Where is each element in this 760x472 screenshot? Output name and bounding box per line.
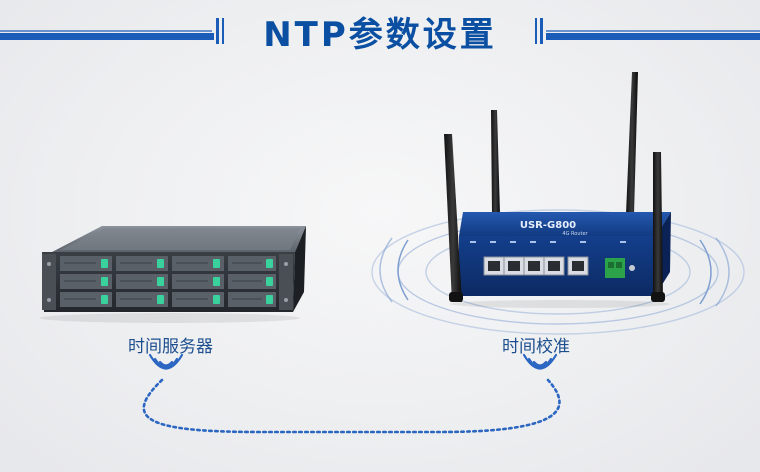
header-right-ornament <box>535 18 760 44</box>
antenna-front-left <box>444 134 462 302</box>
antenna-back-left <box>491 110 500 214</box>
router-model: 4G Router <box>562 231 588 237</box>
antenna-front-right <box>653 152 663 302</box>
server-label: 时间服务器 <box>128 337 213 357</box>
header-left-ornament <box>0 18 224 44</box>
ethernet-ports <box>483 256 589 276</box>
wifi-signal-icon-right <box>522 353 558 370</box>
router-device: USR-G800 4G Router <box>444 72 671 308</box>
connection-dotted-line <box>142 378 561 434</box>
drive-bays <box>60 256 276 307</box>
signal-arc-left <box>379 237 409 303</box>
page-title: NTP参数设置 <box>263 15 497 55</box>
power-terminal <box>605 258 635 278</box>
router-label: 时间校准 <box>502 337 570 357</box>
indicator-labels <box>470 241 626 243</box>
router-brand: USR-G800 <box>520 220 576 231</box>
antenna-back-right <box>626 72 638 214</box>
signal-arc-right <box>699 237 730 307</box>
wifi-signal-icon-left <box>148 353 184 370</box>
server-device <box>40 226 306 323</box>
